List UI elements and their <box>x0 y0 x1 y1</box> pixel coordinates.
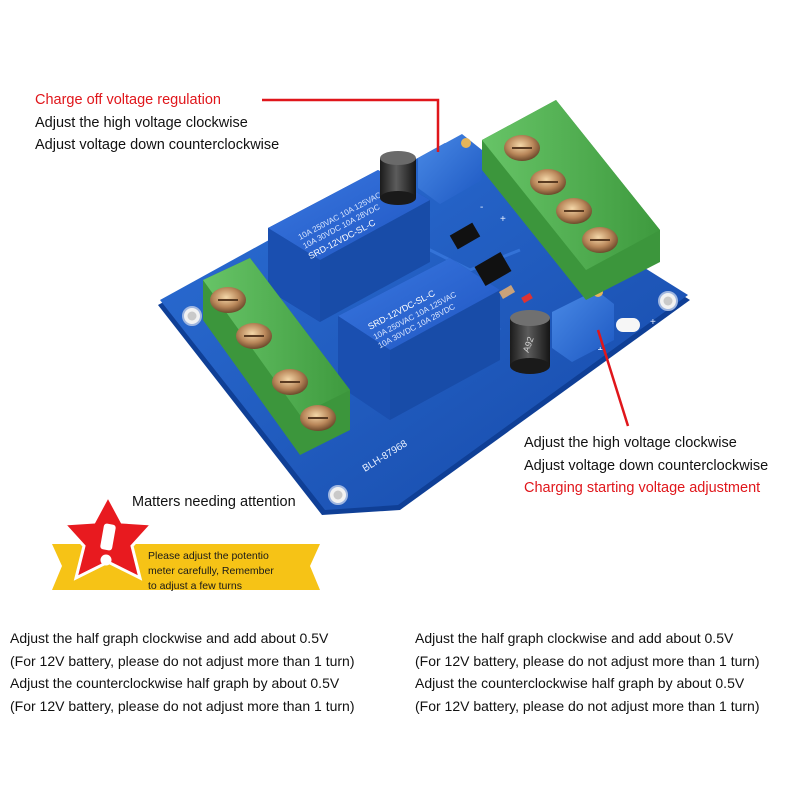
instruction-line: (For 12V battery, please do not adjust m… <box>10 698 355 715</box>
leader-line-top <box>262 98 440 152</box>
potentiometer-top <box>418 134 482 204</box>
instruction-line: (For 12V battery, please do not adjust m… <box>10 652 355 669</box>
warning-star-icon <box>60 492 156 581</box>
screw-icon <box>300 405 336 431</box>
screw-icon <box>582 227 618 253</box>
instruction-line: Adjust the counterclockwise half graph b… <box>415 675 745 692</box>
relay-2: SRD-12VDC-SL-C 10A 250VAC 10A 125VAC 10A… <box>338 258 500 420</box>
capacitor-2: A92 <box>510 310 550 374</box>
pin-label: + <box>650 317 656 328</box>
ic-chip <box>474 251 512 287</box>
instruction-line: (For 12V battery, please do not adjust m… <box>415 698 760 715</box>
capacitor-1 <box>380 151 416 205</box>
mounting-hole <box>658 291 678 311</box>
attention-line: Please adjust the potentio <box>148 550 269 562</box>
screw-icon <box>236 323 272 349</box>
led-pad <box>616 318 640 332</box>
screw-icon <box>210 287 246 313</box>
pin-label: - <box>480 202 483 213</box>
callout-right-line1: Adjust the high voltage clockwise <box>524 435 737 451</box>
smd-led <box>521 292 533 304</box>
attention-notice: Please adjust the potentio meter careful… <box>148 549 308 594</box>
leader-line-right <box>596 329 630 427</box>
smd-component <box>498 285 516 299</box>
attention-line: meter carefully, Remember <box>148 565 274 577</box>
callout-top-line2: Adjust voltage down counterclockwise <box>35 137 280 153</box>
screw-icon <box>504 135 540 161</box>
screw-icon <box>272 369 308 395</box>
attention-line: to adjust a few turns <box>148 580 242 592</box>
callout-right-line2: Adjust voltage down counterclockwise <box>524 457 769 474</box>
screw-icon <box>530 169 566 195</box>
callout-top-line1: Adjust the high voltage clockwise <box>35 114 248 131</box>
adjust-screw-icon <box>461 138 471 148</box>
ic-chip <box>449 222 481 250</box>
instruction-line: Adjust the half graph clockwise and add … <box>10 630 329 646</box>
instructions-left: Adjust the half graph clockwise and add … <box>10 627 354 718</box>
mounting-hole <box>328 485 348 505</box>
callout-top: Charge off voltage regulation Adjust the… <box>35 89 279 157</box>
terminal-block-left <box>203 258 350 455</box>
callout-top-title: Charge off voltage regulation <box>35 92 221 108</box>
callout-right-title: Charging starting voltage adjustment <box>524 480 761 496</box>
callout-right: Adjust the high voltage clockwise Adjust… <box>524 432 768 500</box>
instructions-right: Adjust the half graph clockwise and add … <box>415 627 759 718</box>
screw-icon <box>556 198 592 224</box>
instruction-line: (For 12V battery, please do not adjust m… <box>415 652 760 669</box>
attention-title: Matters needing attention <box>132 494 296 510</box>
instruction-line: Adjust the half graph clockwise and add … <box>415 630 734 646</box>
mounting-hole <box>182 306 202 326</box>
terminal-block-right <box>482 100 660 300</box>
instruction-line: Adjust the counterclockwise half graph b… <box>10 675 340 692</box>
pin-label: + <box>500 214 506 225</box>
